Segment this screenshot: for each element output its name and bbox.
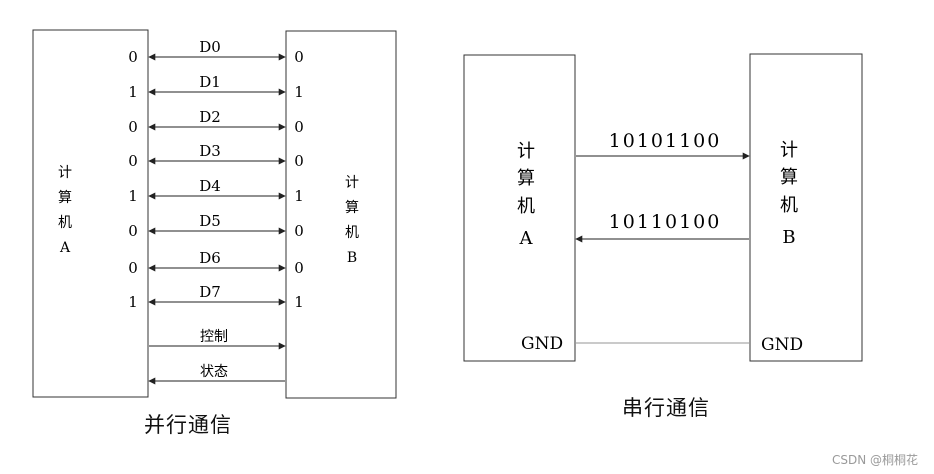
parallel-b-char-3: 机 <box>345 225 359 241</box>
parallel-computer-b-box <box>285 30 397 399</box>
data-line: D7 1 1 <box>128 283 304 311</box>
data-line-bit-b: 1 <box>294 187 304 205</box>
parallel-b-char-1: 计 <box>345 175 359 191</box>
serial-a-char-3: 机 <box>517 196 535 217</box>
data-line-bit-a: 1 <box>128 83 138 101</box>
serial-bits-b-to-a: 10110100 <box>609 211 722 233</box>
data-line: D2 0 0 <box>128 108 304 136</box>
parallel-b-char-4: B <box>347 250 357 266</box>
serial-computer-b-box <box>749 53 863 362</box>
serial-a-char-2: 算 <box>517 168 535 189</box>
serial-line-b-to-a: 10110100 <box>575 211 749 243</box>
parallel-data-lines: D0 0 0 D1 1 1 D2 0 0 D3 <box>128 38 304 311</box>
watermark: CSDN @桐桐花 <box>831 453 918 467</box>
gnd-label-b: GND <box>761 335 803 355</box>
parallel-a-char-4: A <box>59 240 71 256</box>
parallel-computer-b-label: 计 算 机 B <box>345 175 359 266</box>
serial-b-char-4: B <box>782 227 795 248</box>
parallel-a-char-2: 算 <box>58 190 72 206</box>
data-line-bit-b: 0 <box>294 259 304 277</box>
data-line-bit-a: 0 <box>128 222 138 240</box>
data-line: D4 1 1 <box>128 177 304 205</box>
data-line-bit-b: 1 <box>294 293 304 311</box>
serial-b-char-3: 机 <box>780 195 798 216</box>
status-line-label: 状态 <box>200 364 228 380</box>
data-line-label: D5 <box>199 212 221 230</box>
control-line: 控制 <box>149 329 286 350</box>
parallel-caption: 并行通信 <box>144 413 232 437</box>
data-line-bit-a: 0 <box>128 118 138 136</box>
serial-line-a-to-b: 10101100 <box>576 130 750 160</box>
data-line: D5 0 0 <box>128 212 304 240</box>
parallel-diagram: 计 算 机 A 计 算 机 B D0 0 0 D1 1 <box>32 29 397 399</box>
serial-computer-a-label: 计 算 机 A <box>517 141 535 249</box>
serial-computer-a-box <box>463 54 576 362</box>
data-line-label: D7 <box>199 283 221 301</box>
serial-b-char-2: 算 <box>780 167 798 188</box>
data-line-bit-a: 0 <box>128 259 138 277</box>
data-line: D3 0 0 <box>128 142 304 170</box>
parallel-a-char-3: 机 <box>58 215 72 231</box>
parallel-b-char-2: 算 <box>345 200 359 216</box>
control-line-label: 控制 <box>200 329 228 345</box>
serial-a-char-1: 计 <box>517 141 535 162</box>
parallel-computer-a-label: 计 算 机 A <box>58 165 72 256</box>
data-line-label: D3 <box>199 142 221 160</box>
data-line: D0 0 0 <box>128 38 304 66</box>
serial-computer-b-label: 计 算 机 B <box>780 140 798 248</box>
gnd-label-a: GND <box>521 334 563 354</box>
data-line-bit-b: 0 <box>294 222 304 240</box>
data-line-label: D0 <box>199 38 221 56</box>
parallel-computer-a-box <box>32 29 149 398</box>
data-line-bit-b: 0 <box>294 152 304 170</box>
serial-diagram: 计 算 机 A 计 算 机 B 10101100 10110100 GND GN… <box>463 53 863 362</box>
data-line-label: D4 <box>199 177 221 195</box>
status-line: 状态 <box>148 364 285 385</box>
data-line-bit-a: 0 <box>128 48 138 66</box>
data-line-label: D6 <box>199 249 221 267</box>
serial-b-char-1: 计 <box>780 140 798 161</box>
serial-caption: 串行通信 <box>622 396 710 420</box>
serial-bits-a-to-b: 10101100 <box>609 130 722 152</box>
data-line-bit-a: 1 <box>128 187 138 205</box>
parallel-a-char-1: 计 <box>58 165 72 181</box>
data-line-label: D1 <box>199 73 221 91</box>
serial-a-char-4: A <box>519 228 534 249</box>
data-line-bit-b: 1 <box>294 83 304 101</box>
data-line-label: D2 <box>199 108 221 126</box>
data-line-bit-a: 0 <box>128 152 138 170</box>
data-line: D1 1 1 <box>128 73 304 101</box>
data-line: D6 0 0 <box>128 249 304 277</box>
data-line-bit-a: 1 <box>128 293 138 311</box>
data-line-bit-b: 0 <box>294 118 304 136</box>
data-line-bit-b: 0 <box>294 48 304 66</box>
